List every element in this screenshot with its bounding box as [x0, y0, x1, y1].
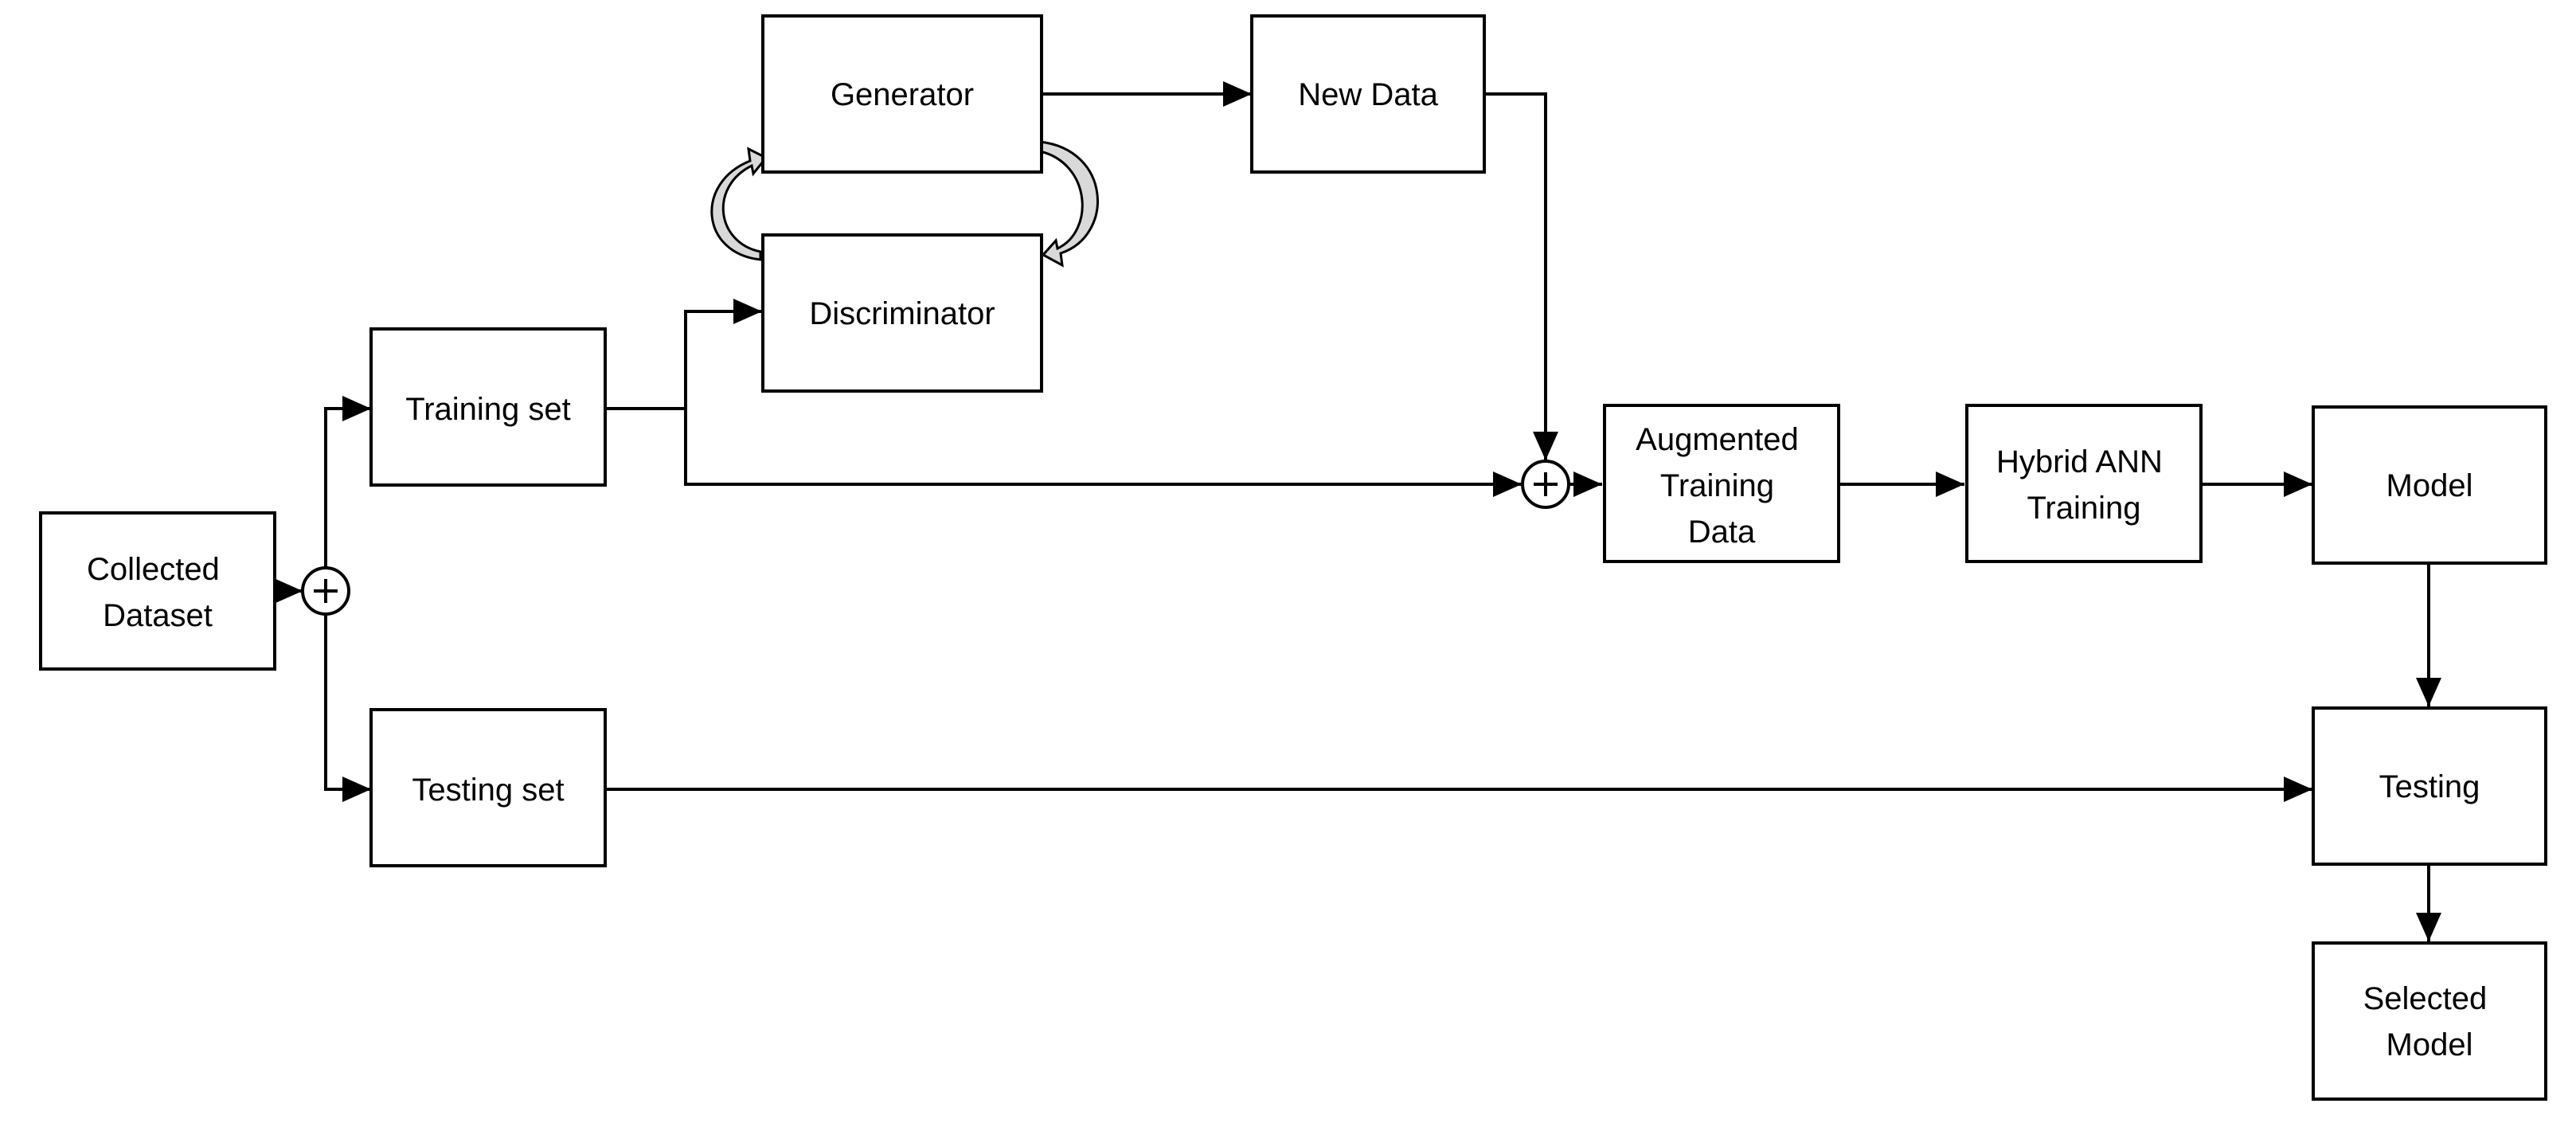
- node-label-lines: Augmented Training Data: [1636, 422, 1808, 550]
- node-collected-dataset: Collected Dataset: [39, 511, 276, 671]
- edges: [274, 81, 2441, 941]
- edge-newdata-to-sum2: [1484, 92, 1558, 460]
- node-label: Testing set: [412, 773, 564, 808]
- edge-training-to-discriminator: [605, 299, 762, 410]
- node-training-set: Training set: [369, 327, 607, 487]
- edge-sum-to-testing: [324, 612, 371, 802]
- node-model: Model: [2312, 405, 2547, 565]
- node-label: New Data: [1298, 77, 1438, 112]
- node-label-lines: Selected Model: [2363, 981, 2496, 1062]
- node-label-line: Collected Dataset: [87, 552, 229, 633]
- node-selected-model: Selected Model: [2312, 941, 2547, 1101]
- loop-arrow-to-discriminator-icon: [1038, 140, 1099, 268]
- loop-arrow-to-generator-icon: [710, 147, 768, 261]
- node-label: Training set: [405, 392, 571, 427]
- node-label: Generator: [831, 77, 974, 112]
- node-new-data: New Data: [1250, 14, 1486, 174]
- sum-junction-augment: [1521, 460, 1570, 509]
- node-label: Model: [2386, 468, 2473, 503]
- node-label-lines: Hybrid ANN Training: [1996, 444, 2171, 526]
- edge-sum-to-training: [324, 396, 371, 571]
- node-label: Discriminator: [809, 296, 995, 331]
- node-hybrid-ann-training: Hybrid ANN Training: [1965, 404, 2203, 563]
- edge-training-to-sum2: [684, 409, 1522, 497]
- sum-junction-split: [301, 566, 350, 616]
- node-discriminator: Discriminator: [761, 233, 1043, 393]
- node-testing-set: Testing set: [369, 708, 607, 867]
- gan-loop: [710, 140, 1099, 268]
- node-augmented-training-data: Augmented Training Data: [1603, 404, 1840, 563]
- node-label: Testing: [2379, 769, 2480, 804]
- node-testing: Testing: [2312, 706, 2547, 866]
- node-generator: Generator: [761, 14, 1043, 174]
